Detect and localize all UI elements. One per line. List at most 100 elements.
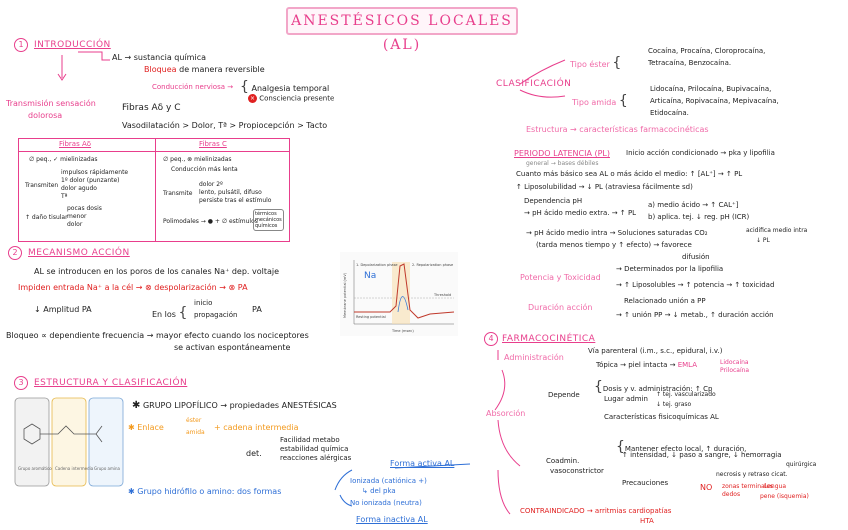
arrow-clasif-amida bbox=[519, 89, 566, 98]
en-los: En los { bbox=[152, 305, 188, 321]
ionizada: Ionizada (catiónica +) bbox=[350, 477, 427, 485]
tipo-amida: Tipo amida { bbox=[572, 93, 628, 109]
al-definition: AL → sustancia química bbox=[112, 53, 206, 62]
fibra-c-pol: Polimodales → ● + ∅ estímulos bbox=[163, 218, 258, 225]
ionizada2: ↳ del pka bbox=[362, 487, 396, 495]
dep2a: ↑ tej. vascularizado bbox=[656, 391, 716, 398]
ph2: → pH ácido medio intra → Soluciones satu… bbox=[526, 229, 708, 237]
propagacion: propagación bbox=[194, 311, 238, 319]
dolorosa-label: dolorosa bbox=[28, 111, 63, 120]
dur1: Relacionado unión a PP bbox=[624, 297, 706, 305]
fibra-a-title: Fibras Aδ bbox=[59, 140, 92, 148]
ph1b: b) aplica. tej. ↓ reg. pH (ICR) bbox=[648, 213, 750, 221]
co3a: necrosis y retraso cicat. bbox=[716, 471, 788, 478]
vaso-line: Vasodilatación > Dolor, Tª > Propiocepci… bbox=[122, 121, 328, 130]
emla2: Lidocaína bbox=[720, 359, 749, 366]
dependencia-ph: Dependencia pH bbox=[524, 197, 583, 205]
contraindicado: CONTRAINDICADO → arritmias cardiopatías bbox=[520, 507, 672, 515]
amida-list: Lidocaína, Prilocaína, Bupivacaína, bbox=[650, 85, 772, 93]
mol-amine-box bbox=[88, 397, 124, 487]
cross-icon: × bbox=[248, 94, 257, 103]
section-4-title: FARMACOCINÉTICA bbox=[502, 334, 596, 344]
conduccion-label: Conducción nerviosa → bbox=[152, 83, 234, 91]
adm2: Tópica → piel intacta → EMLA bbox=[596, 361, 698, 369]
cuanto: Cuanto más básico sea AL o más ácido el … bbox=[516, 170, 743, 178]
chart-threshold: Threshold bbox=[433, 293, 451, 297]
det: det. bbox=[246, 449, 262, 458]
bloquea-word: Bloquea bbox=[144, 65, 177, 74]
enlace-amida: amida bbox=[186, 429, 205, 436]
mol-chain bbox=[40, 425, 84, 435]
vasocon: vasoconstrictor bbox=[550, 467, 604, 475]
co1: {Mantener efecto local, ↑ duración, bbox=[616, 439, 747, 455]
mecanismo-line1: AL se introducen en los poros de los can… bbox=[34, 267, 280, 276]
amplitud: ↓ Amplitud PA bbox=[34, 305, 92, 314]
fibra-a-trans: Transmiten bbox=[25, 182, 59, 189]
section-3-number: 3 bbox=[14, 376, 28, 390]
analgesia: { Analgesia temporal bbox=[240, 79, 330, 95]
ph3: (tarda menos tiempo y ↑ efecto) → favore… bbox=[536, 241, 692, 249]
forma-activa: Forma activa AL bbox=[390, 459, 455, 468]
bullet-icon: ✱ bbox=[132, 400, 141, 411]
inicio: inicio bbox=[194, 299, 213, 307]
arrow-intro-al bbox=[78, 51, 110, 61]
pot2: → ↑ Liposolubles → ↑ potencia → ↑ toxici… bbox=[616, 281, 775, 289]
estructura-line: Estructura → características farmacociné… bbox=[526, 125, 709, 134]
amida-list2: Articaína, Ropivacaína, Mepivacaína, bbox=[650, 97, 779, 105]
mol-amine bbox=[84, 425, 103, 443]
liposolubilidad: ↑ Liposolubilidad → ↓ PL (atraviesa fáci… bbox=[516, 183, 693, 191]
pa-label: PA bbox=[252, 305, 262, 314]
chart-rest: Resting potential bbox=[356, 315, 386, 319]
action-potential-chart: Na 1. Depolarization phase 2. Repolariza… bbox=[340, 252, 458, 336]
chart-t2: 2. Repolarization phase bbox=[412, 263, 453, 267]
co3e: Lengua bbox=[764, 483, 787, 490]
bloquea-rest: de manera reversible bbox=[179, 65, 265, 74]
chart-na: Na bbox=[364, 271, 376, 281]
duracion-title: Duración acción bbox=[528, 303, 593, 312]
ester-list2: Tetracaína, Benzocaína. bbox=[648, 59, 732, 67]
co3b: NO bbox=[700, 483, 713, 492]
fibra-c-2: Conducción más lenta bbox=[171, 166, 238, 173]
dur2: → ↑ unión PP → ↓ metab., ↑ duración acci… bbox=[616, 311, 774, 319]
coadmin: Coadmin. bbox=[546, 457, 580, 465]
fibers-table: Fibras Aδ Fibras C ∅ peq., ✓ mielinizada… bbox=[18, 138, 290, 242]
chart-ylabel: Membrane potential (mV) bbox=[343, 272, 347, 318]
admin-title: Administración bbox=[504, 353, 564, 362]
chart-ap-curve bbox=[354, 263, 455, 319]
cadena: + cadena intermedia bbox=[214, 423, 299, 432]
depende: Depende bbox=[548, 391, 580, 399]
bullet-icon: ✱ bbox=[128, 487, 135, 496]
conciencia: × Consciencia presente bbox=[248, 94, 335, 103]
adm1: Vía parenteral (i.m., s.c., epidural, i.… bbox=[588, 347, 723, 355]
dep3: Características fisicoquímicas AL bbox=[604, 413, 719, 421]
ph3b: difusión bbox=[682, 253, 710, 261]
dep2b: ↓ tej. graso bbox=[656, 401, 692, 408]
co2: ↑ intensidad, ↓ paso a sangre, ↓ hemorra… bbox=[622, 451, 782, 459]
chart-blocked-curve bbox=[397, 296, 409, 313]
fibra-a-1: ∅ peq., ✓ mielinizadas bbox=[29, 156, 98, 163]
enlace-ester: éster bbox=[186, 417, 202, 424]
grupo-hidrofilo: ✱ Grupo hidrófilo o amino: dos formas bbox=[128, 487, 282, 496]
ester-list: Cocaína, Procaína, Cloroprocaína, bbox=[648, 47, 766, 55]
contra2: HTA bbox=[640, 517, 654, 525]
transmision-label: Transmisión sensación bbox=[6, 99, 96, 108]
mol-label-3: Grupo amina bbox=[94, 466, 121, 471]
ph1a: a) medio ácido → ↑ CAL⁺] bbox=[648, 201, 739, 209]
co3: Precauciones bbox=[622, 479, 669, 487]
page-title: ANESTÉSICOS LOCALES (AL) bbox=[286, 7, 518, 53]
general: general → bases débiles bbox=[526, 160, 599, 167]
co3d: dedos bbox=[722, 491, 741, 498]
section-3-title: ESTRUCTURA Y CLASIFICACIÓN bbox=[34, 378, 188, 388]
fibras-line: Fibras Aδ y C bbox=[122, 103, 181, 113]
section-4-number: 4 bbox=[484, 332, 498, 346]
co2b: quirúrgica bbox=[786, 461, 817, 468]
chart-xlabel: Time (msec) bbox=[391, 329, 414, 333]
mol-label-2: Cadena intermedia bbox=[55, 466, 94, 471]
section-1-title: INTRODUCCIÓN bbox=[34, 40, 111, 50]
absorcion-title: Absorción bbox=[486, 409, 526, 418]
co3c: zonas terminales bbox=[722, 483, 774, 490]
bloqueo-line: Bloqueo ∝ dependiente frecuencia → mayor… bbox=[6, 331, 309, 340]
